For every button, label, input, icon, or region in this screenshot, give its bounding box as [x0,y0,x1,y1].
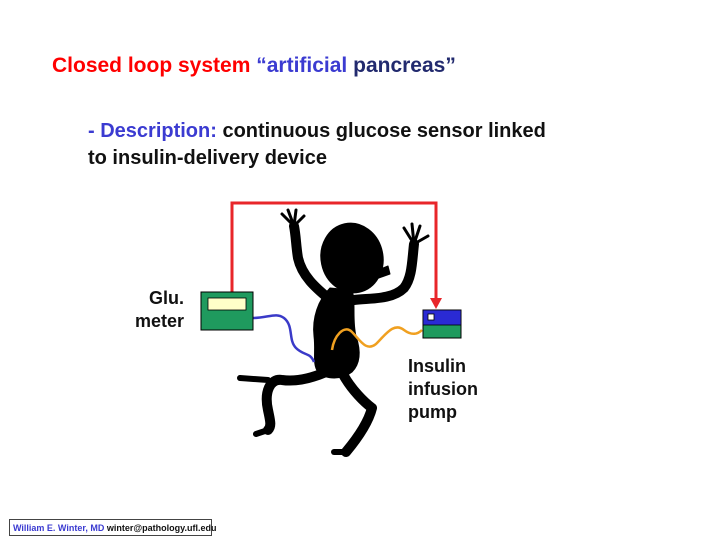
footer-email: winter@pathology.ufl.edu [106,523,217,533]
insulin-pump-label: Insulin infusion pump [408,355,478,424]
description-line-2: to insulin-delivery device [88,147,327,169]
figure-torso [313,287,360,379]
figure-right-hand [402,222,430,246]
footer-author: William E. Winter, MD [13,523,105,533]
insulin-pump-label-line-2: infusion [408,379,478,399]
description-text-1: continuous glucose sensor linked [222,120,546,142]
figure-left-leg [261,367,331,435]
title-part-3: pancreas” [353,54,456,77]
glucose-meter-label-line-2: meter [134,311,184,331]
glucose-meter-label: Glu. meter [120,287,184,333]
figure-cap [357,265,391,285]
figure-right-leg [339,371,377,457]
title-part-1: Closed loop system [52,54,251,77]
sensor-wire [252,314,316,363]
insulin-tube [330,326,423,351]
person-figure [237,208,430,457]
insulin-pump-label-line-3: pump [408,402,457,422]
glucose-meter-display [207,297,247,311]
glucose-meter-label-line-1: Glu. [149,288,184,308]
description-line-1: - Description: continuous glucose sensor… [88,118,546,145]
figure-head [320,222,384,294]
title-part-2: “artificial [256,54,348,77]
footer-credit: William E. Winter, MD winter@pathology.u… [9,519,216,536]
description-prefix: - Description: [88,120,217,142]
slide-title: Closed loop system “artificial pancreas” [52,54,456,78]
feedback-loop-arrowhead [430,298,442,309]
description: - Description: continuous glucose sensor… [88,118,546,172]
figure-left-foot [237,375,271,437]
figure-left-hand [280,208,306,228]
feedback-loop-line [230,201,438,300]
insulin-pump-label-line-1: Insulin [408,356,466,376]
insulin-pump-indicator [427,313,435,321]
figure-left-arm [289,221,333,303]
figure-right-arm [349,239,419,305]
